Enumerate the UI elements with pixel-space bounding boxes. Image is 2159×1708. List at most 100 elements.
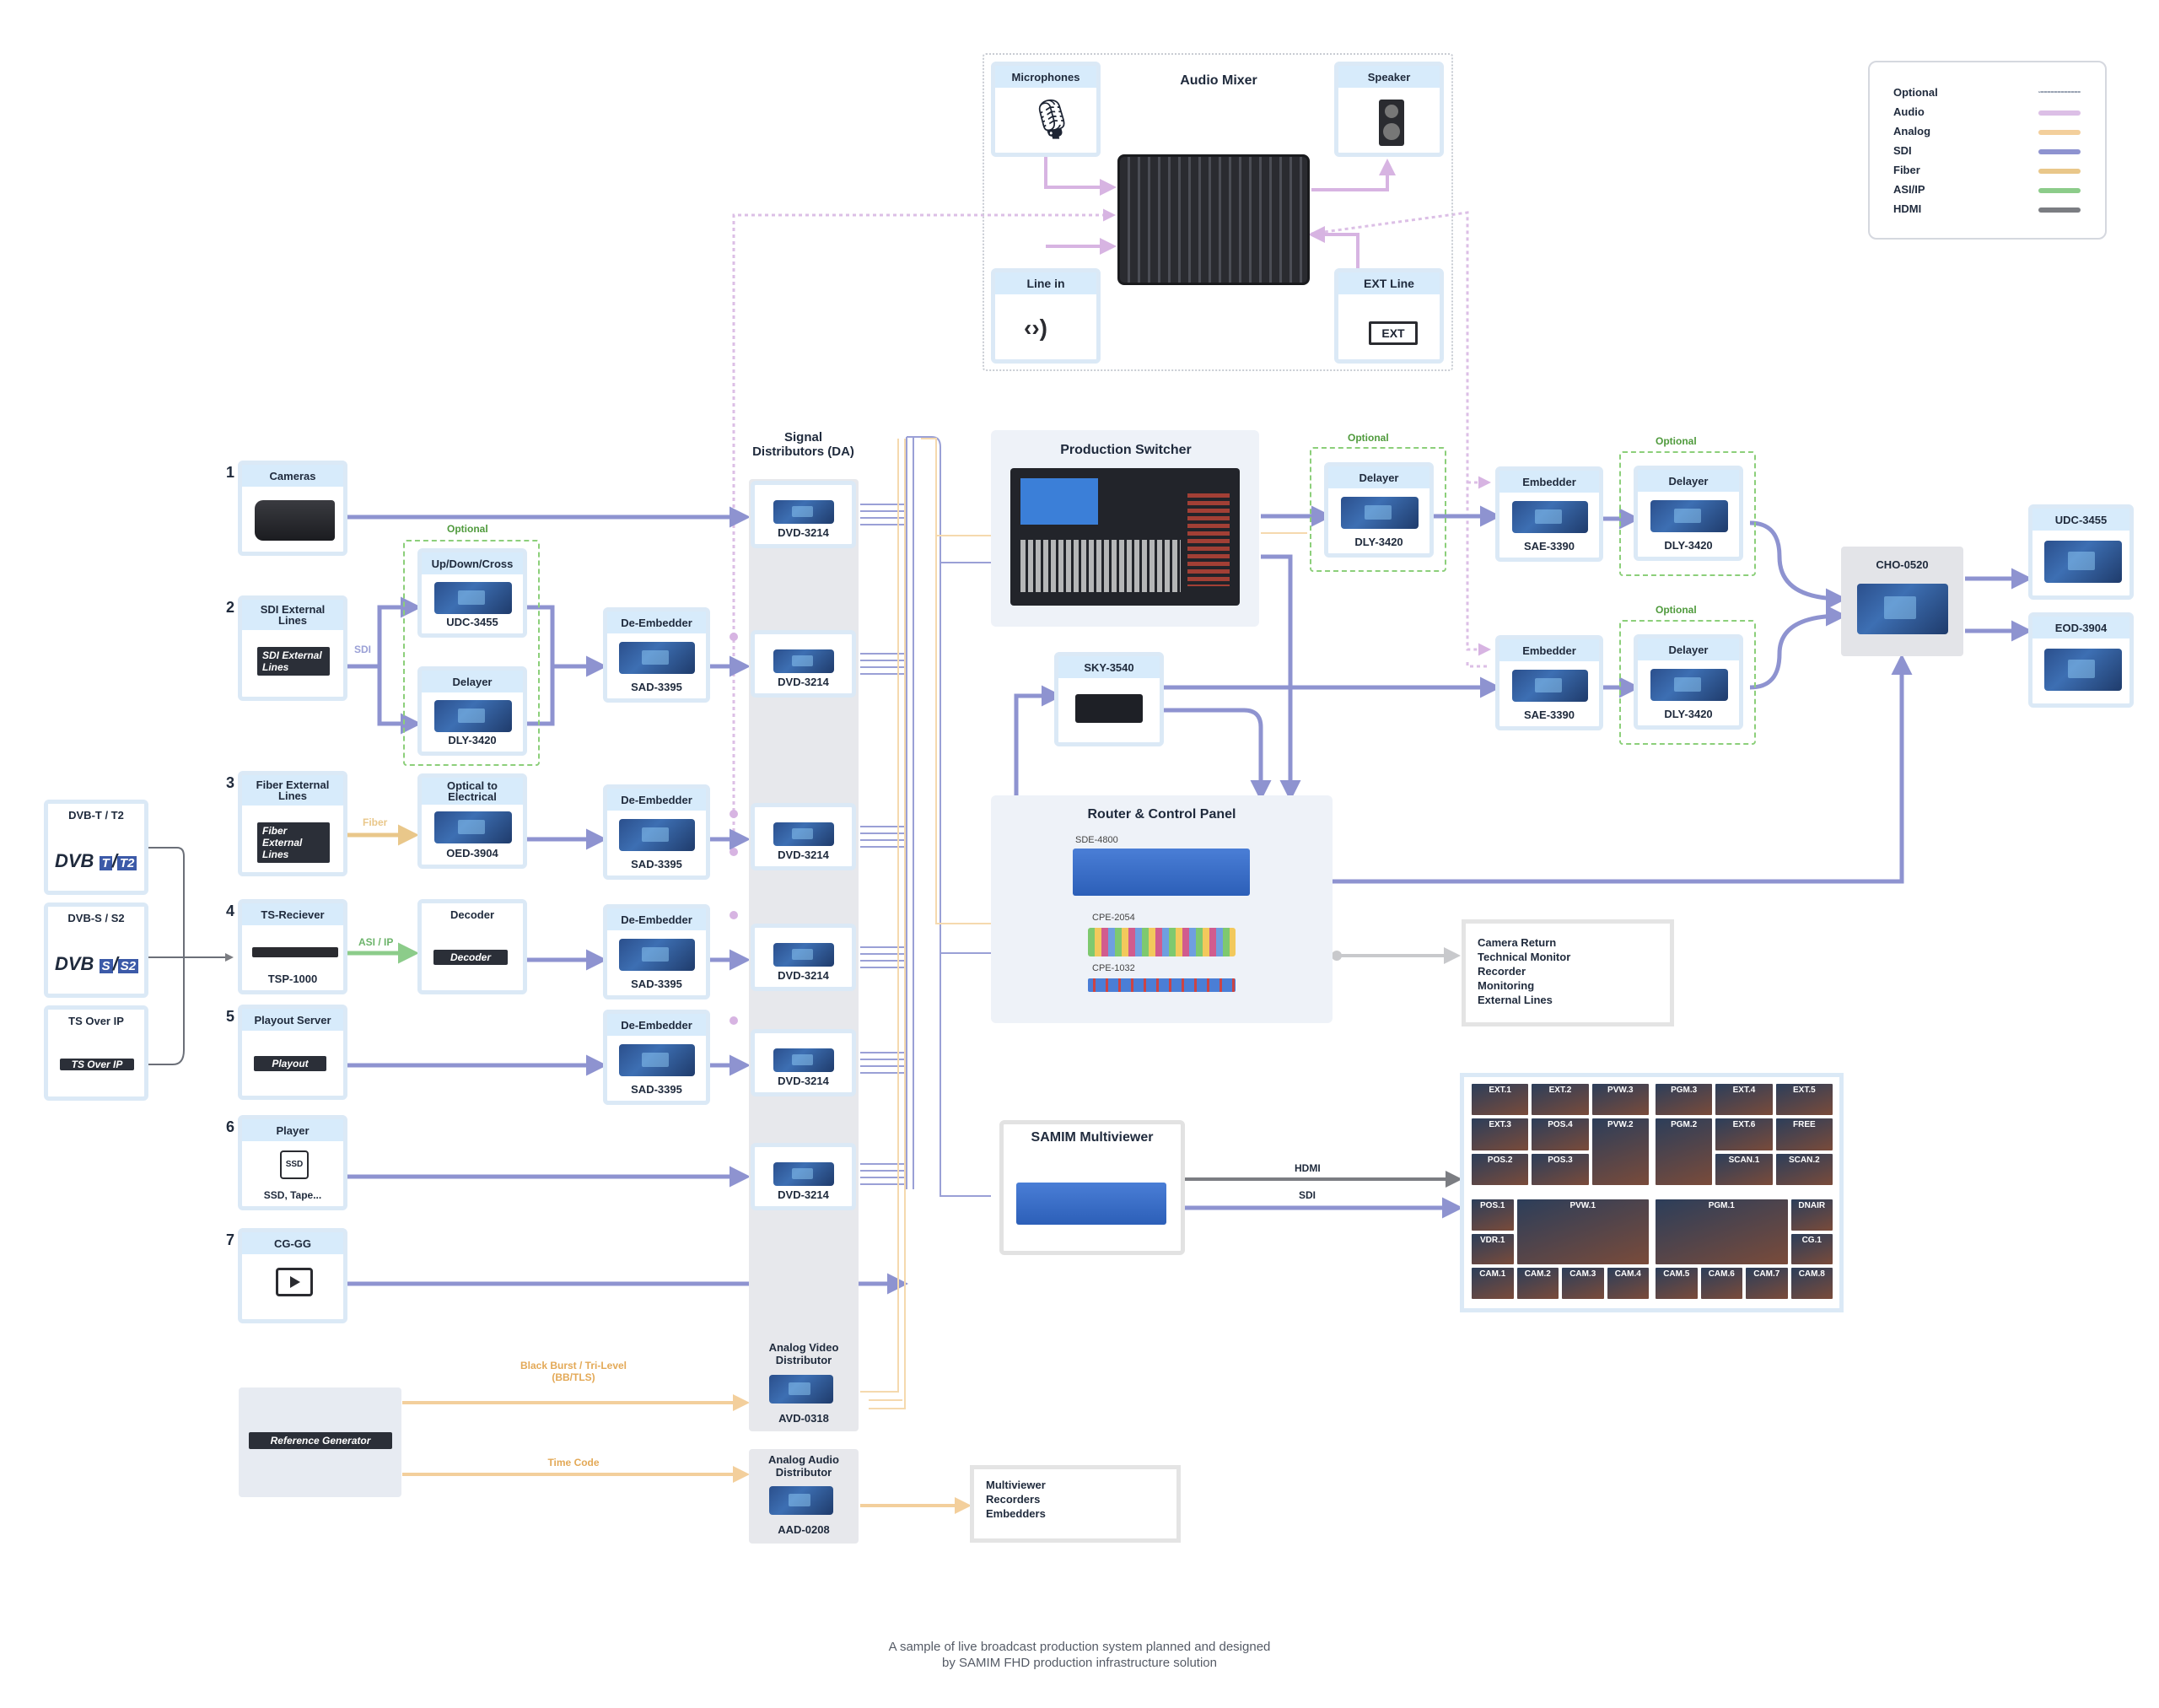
line-in-node: Line in ‹›) — [991, 268, 1101, 364]
optional-group-left — [403, 540, 540, 766]
delayer-top-2-board — [1650, 500, 1728, 532]
router-out-5: External Lines — [1478, 994, 1553, 1006]
player-number: 6 — [226, 1118, 235, 1135]
ts-over-ip-label: TS Over IP — [48, 1010, 144, 1032]
microphone-icon: 🎙 — [1027, 97, 1077, 141]
legend-optional: Optional — [1893, 86, 1938, 99]
dvbt-label: DVB-T / T2 — [48, 804, 144, 826]
production-switcher-title: Production Switcher — [1060, 443, 1192, 457]
sky-3540-device — [1075, 694, 1143, 723]
mv-cell: EXT.3 — [1472, 1118, 1529, 1150]
router-device-1 — [1073, 849, 1250, 896]
eod-label: EOD-3904 — [2032, 617, 2129, 638]
router-outputs-box: Camera Return Technical Monitor Recorder… — [1462, 919, 1674, 1026]
cg-label: CG-GG — [242, 1232, 343, 1254]
mvrec-item-1: Multiviewer — [986, 1479, 1046, 1491]
udc-right-node: UDC-3455 — [2028, 504, 2134, 600]
deembedder-2-label: De-Embedder — [607, 789, 706, 811]
optical-electrical-label: Optical to Electrical — [422, 778, 523, 805]
deembedder-4-model: SAD-3395 — [631, 1083, 682, 1096]
sdi-mv-wire-label: SDI — [1299, 1189, 1316, 1201]
deembedder-2-node: De-Embedder SAD-3395 — [603, 784, 710, 880]
da-title: Signal Distributors (DA) — [752, 430, 854, 459]
router-title: Router & Control Panel — [1087, 807, 1236, 822]
da-5-board — [773, 1048, 834, 1072]
deembedder-2-model: SAD-3395 — [631, 858, 682, 870]
router-model-2: CPE-2054 — [1092, 913, 1135, 923]
optional-group-top-2 — [1619, 451, 1756, 576]
eod-node: EOD-3904 — [2028, 612, 2134, 708]
optical-electrical-model: OED-3904 — [446, 847, 498, 859]
playout-tag: Playout — [254, 1056, 326, 1071]
production-switcher-device — [1010, 468, 1240, 606]
mv-cell: CG.1 — [1790, 1233, 1833, 1265]
sky-3540-node: SKY-3540 — [1054, 652, 1164, 746]
mv-cell: CAM.7 — [1746, 1268, 1788, 1299]
audio-mixer-group — [983, 53, 1453, 371]
delayer-bottom-board — [1650, 669, 1728, 701]
embedder-top-board — [1512, 501, 1588, 533]
udc-right-board — [2044, 541, 2122, 583]
da-6-model: DVD-3214 — [778, 1188, 829, 1201]
deembedder-3-board — [619, 939, 695, 971]
ts-receiver-model: TSP-1000 — [267, 973, 318, 985]
line-in-label: Line in — [995, 272, 1096, 294]
legend-swatch-sdi — [2038, 149, 2081, 154]
deembedder-2-board — [619, 819, 695, 851]
mv-cell: PGM.3 — [1656, 1084, 1713, 1116]
router-device-2 — [1088, 928, 1236, 956]
ts-over-ip-node: TS Over IP TS Over IP — [44, 1005, 148, 1101]
embedder-bottom-model: SAE-3390 — [1524, 709, 1575, 721]
router-out-3: Recorder — [1478, 965, 1526, 978]
optional-label-top-2: Optional — [1656, 435, 1697, 447]
mvrec-item-2: Recorders — [986, 1493, 1041, 1506]
sdi-wire-label: SDI — [354, 644, 372, 655]
cho-0520-board — [1857, 584, 1948, 634]
optional-group-top-1 — [1310, 447, 1446, 572]
camera-icon — [255, 500, 335, 541]
mv-cell: FREE — [1775, 1118, 1833, 1150]
legend: Optional Audio Analog SDI Fiber ASI/IP H… — [1868, 61, 2107, 240]
udc-left-label: Up/Down/Cross — [422, 552, 523, 574]
ext-line-node: EXT Line EXT — [1334, 268, 1444, 364]
mv-cell: CAM.5 — [1656, 1268, 1698, 1299]
delayer-top-2-model: DLY-3420 — [1664, 539, 1713, 552]
embedder-bottom-node: Embedder SAE-3390 — [1495, 635, 1603, 730]
mv-cell: CAM.8 — [1790, 1268, 1833, 1299]
mv-cell: CAM.3 — [1562, 1268, 1604, 1299]
camera-number: 1 — [226, 464, 235, 481]
deembedder-4-node: De-Embedder SAD-3395 — [603, 1010, 710, 1105]
fiber-external-lines-tag: Fiber External Lines — [257, 822, 330, 863]
optional-label-top-1: Optional — [1348, 432, 1389, 444]
ext-line-icon: EXT — [1369, 321, 1418, 345]
delayer-left-label: Delayer — [422, 671, 523, 692]
legend-sdi: SDI — [1893, 144, 1912, 157]
cameras-node: Cameras — [238, 461, 347, 556]
legend-hdmi: HDMI — [1893, 202, 1922, 215]
ts-receiver-device — [252, 947, 338, 957]
da-1-node: DVD-3214 — [751, 481, 856, 548]
multiviewer-title: SAMIM Multiviewer — [1031, 1130, 1154, 1145]
da-4-model: DVD-3214 — [778, 969, 829, 982]
delayer-top-2-node: Delayer DLY-3420 — [1634, 466, 1743, 561]
mv-cell: EXT.6 — [1715, 1118, 1773, 1150]
analog-audio-board — [769, 1486, 833, 1515]
black-burst-label: Black Burst / Tri-Level (BB/TLS) — [520, 1360, 627, 1383]
deembedder-3-node: De-Embedder SAD-3395 — [603, 904, 710, 999]
da-2-board — [773, 649, 834, 673]
deembedder-1-node: De-Embedder SAD-3395 — [603, 607, 710, 703]
embedder-top-model: SAE-3390 — [1524, 540, 1575, 552]
legend-swatch-fiber — [2038, 169, 2081, 174]
mv-cell: VDR.1 — [1472, 1233, 1514, 1265]
playout-number: 5 — [226, 1008, 235, 1025]
optical-electrical-node: Optical to Electrical OED-3904 — [417, 773, 527, 869]
optional-label-bottom: Optional — [1656, 604, 1697, 616]
dvbs-logo-s2: S2 — [117, 959, 139, 973]
delayer-top-1-label: Delayer — [1328, 466, 1429, 488]
deembedder-3-label: De-Embedder — [607, 908, 706, 930]
footer-line-2: by SAMIM FHD production infrastructure s… — [942, 1656, 1217, 1670]
ts-receiver-node: TS-Reciever TSP-1000 — [238, 899, 347, 994]
mv-cell: EXT.2 — [1532, 1084, 1589, 1116]
delayer-bottom-model: DLY-3420 — [1664, 708, 1713, 720]
mv-cell: EXT.4 — [1715, 1084, 1773, 1116]
